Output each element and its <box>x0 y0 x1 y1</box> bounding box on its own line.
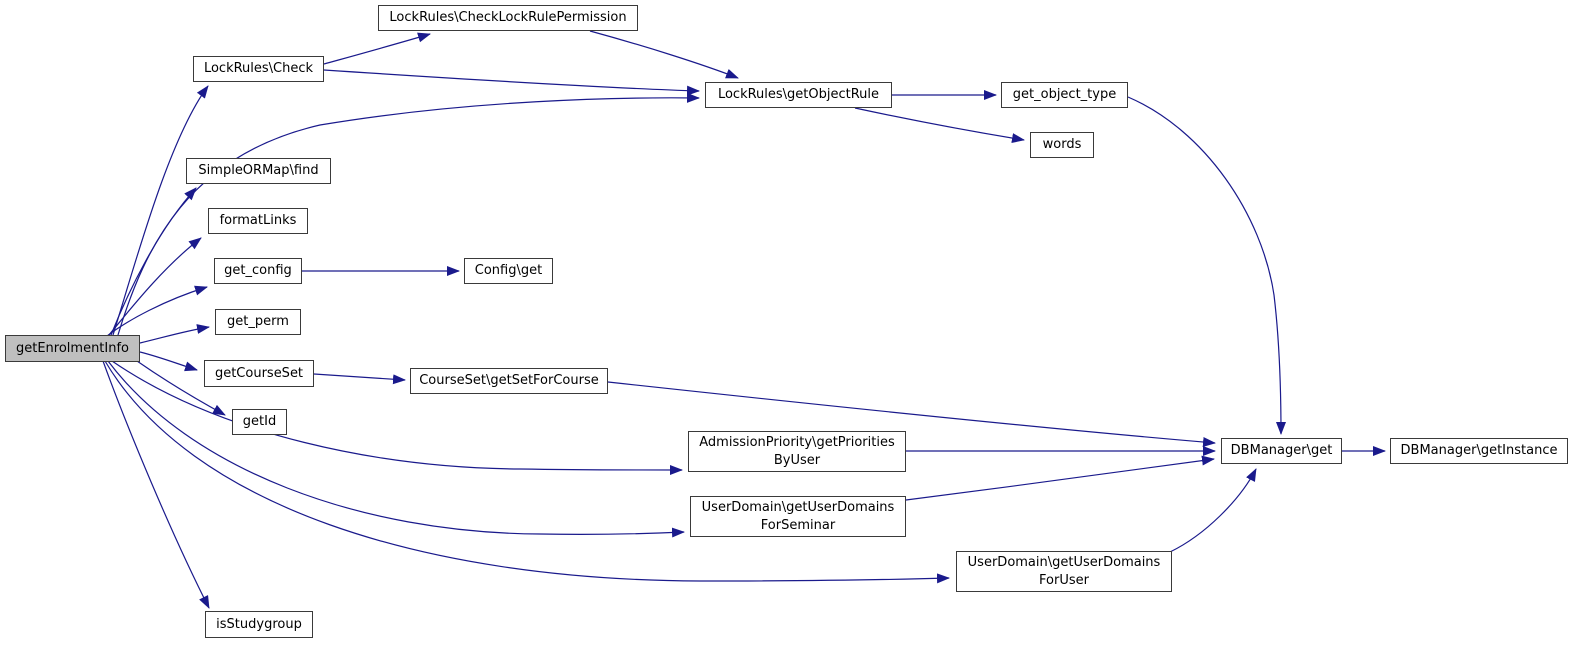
node-lockrules-check[interactable]: LockRules\Check <box>193 56 324 82</box>
node-userdomain-getuserdomainsforuser[interactable]: UserDomain\getUserDomains ForUser <box>956 551 1172 592</box>
edge-getEnrolmentInfo-AdmissionPriority <box>111 360 683 475</box>
edge-getEnrolmentInfo-getConfig <box>106 285 208 337</box>
node-courseset-getsetforcourse[interactable]: CourseSet\getSetForCourse <box>410 368 608 394</box>
edge-getEnrolmentInfo-getCourseSet <box>139 351 198 372</box>
edge-getEnrolmentInfo-formatLinks <box>108 237 202 336</box>
node-config-get[interactable]: Config\get <box>464 258 553 284</box>
node-words[interactable]: words <box>1030 132 1094 158</box>
edge-UserDomainsForSeminar-DBManagerGet <box>905 455 1215 501</box>
node-simpleormap-find[interactable]: SimpleORMap\find <box>186 158 331 184</box>
edge-CourseSetGetSetForCourse-DBManagerGet <box>607 381 1216 447</box>
node-admissionpriority-getprioritiesbyuser[interactable]: AdmissionPriority\getPriorities ByUser <box>688 431 906 472</box>
node-formatlinks[interactable]: formatLinks <box>208 208 308 234</box>
node-getEnrolmentInfo[interactable]: getEnrolmentInfo <box>5 335 140 362</box>
node-getcourseset[interactable]: getCourseSet <box>204 360 314 387</box>
edge-LockRulesCheck-CheckLockRulePermission <box>323 32 431 65</box>
edge-getEnrolmentInfo-UserDomainsForUser <box>104 360 950 584</box>
edge-getEnrolmentInfo-SimpleORMapFind <box>110 187 197 336</box>
node-lockrules-getobjectrule[interactable]: LockRules\getObjectRule <box>705 82 892 108</box>
node-dbmanager-getinstance[interactable]: DBManager\getInstance <box>1390 438 1568 464</box>
node-getid[interactable]: getId <box>232 409 287 435</box>
edge-getCourseSet-CourseSetGetSetForCourse <box>313 373 406 385</box>
edge-getEnrolmentInfo-LockRulesCheck <box>112 85 209 336</box>
edge-getEnrolmentInfo-LockRulesGetObjectRule <box>117 92 700 336</box>
edge-getEnrolmentInfo-getId <box>136 360 226 416</box>
edge-UserDomainsForUser-DBManagerGet <box>1169 468 1257 553</box>
node-userdomain-getuserdomainsforseminar[interactable]: UserDomain\getUserDomains ForSeminar <box>690 496 906 537</box>
node-dbmanager-get[interactable]: DBManager\get <box>1221 438 1342 464</box>
edge-getObjectType-DBManagerGet <box>1127 96 1286 435</box>
edge-CheckLockRulePermission-getObjectRule <box>589 30 739 79</box>
node-lockrules-checklockrulepermission[interactable]: LockRules\CheckLockRulePermission <box>378 5 638 31</box>
node-get-perm[interactable]: get_perm <box>215 309 301 335</box>
node-get-object-type[interactable]: get_object_type <box>1001 82 1128 108</box>
node-isstudygroup[interactable]: isStudygroup <box>205 611 313 638</box>
edge-LockRulesCheck-getObjectRule <box>323 69 700 96</box>
edge-getEnrolmentInfo-UserDomainsForSeminar <box>107 360 685 538</box>
edge-getEnrolmentInfo-getPerm <box>139 324 210 344</box>
edge-getObjectRule-words <box>854 107 1025 144</box>
edge-getEnrolmentInfo-isStudygroup <box>102 360 210 609</box>
node-get-config[interactable]: get_config <box>214 258 302 284</box>
